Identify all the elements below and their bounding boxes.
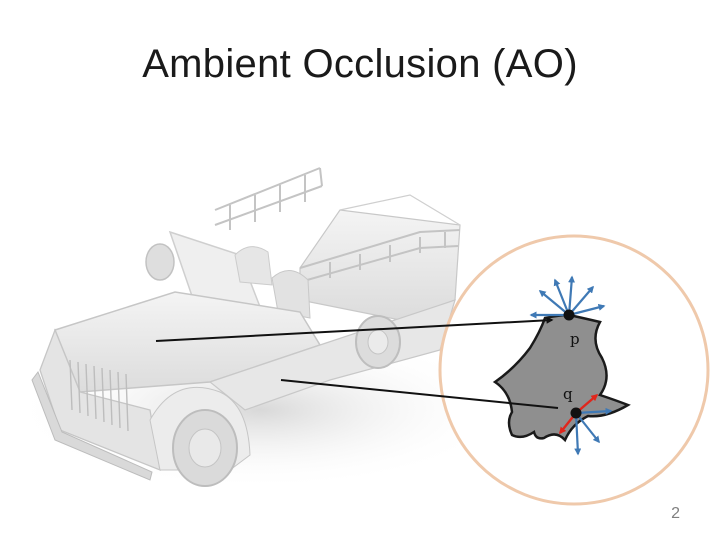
vehicle-render (10, 168, 510, 490)
point-p (564, 310, 575, 321)
point-q (571, 408, 582, 419)
slide-title: Ambient Occlusion (AO) (0, 42, 720, 87)
page-number: 2 (671, 505, 680, 523)
ao-diagram: p q (440, 236, 708, 504)
point-q-label: q (563, 385, 573, 403)
point-p-label: p (570, 330, 580, 348)
